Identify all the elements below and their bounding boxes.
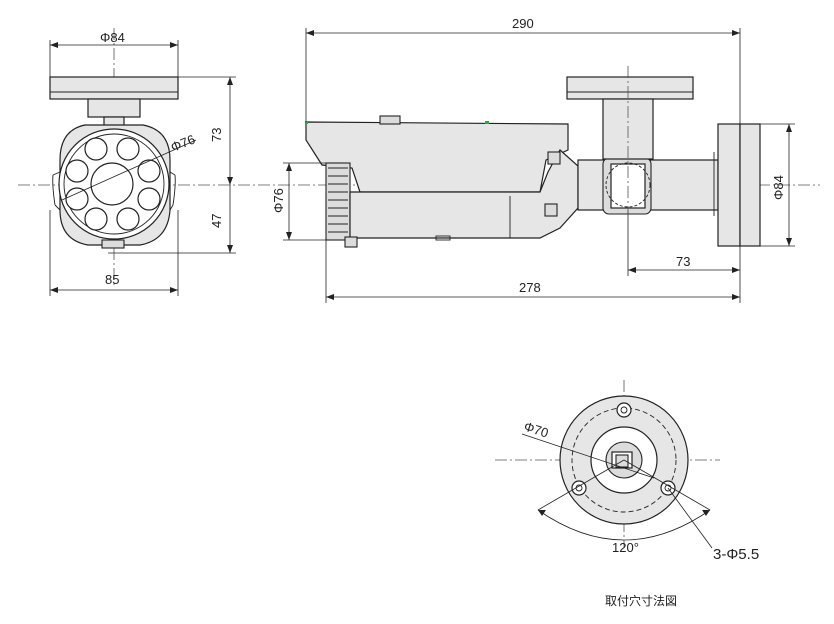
mount-hole <box>616 402 632 418</box>
mount-circle-label: Φ70 <box>522 419 550 441</box>
front-view: Φ84 73 47 Φ76 85 <box>18 28 820 296</box>
ir-led <box>65 187 89 211</box>
side-bracket-offset-label: 73 <box>676 254 690 269</box>
side-total-length-label: 290 <box>512 16 534 31</box>
side-bracket-diameter-label: Φ84 <box>771 175 786 200</box>
ir-led <box>137 187 161 211</box>
ir-led <box>65 159 89 183</box>
ir-led <box>84 137 108 161</box>
side-bracket-plate-top <box>566 76 694 100</box>
front-lens-diameter-label: Φ76 <box>169 132 198 155</box>
mount-holes-label: 3-Φ5.5 <box>713 546 759 563</box>
front-mount-plate <box>49 76 179 100</box>
front-height-bottom-label: 47 <box>209 214 224 228</box>
side-view: 290 Φ76 Φ84 73 278 <box>271 16 795 303</box>
mount-hole-view: Φ70 120° 3-Φ5.5 取付穴寸法図 <box>495 380 759 608</box>
front-height-top-label: 73 <box>209 128 224 142</box>
side-diameter-label: Φ76 <box>271 188 286 213</box>
mount-caption: 取付穴寸法図 <box>605 593 677 608</box>
front-width-label: Φ84 <box>100 30 125 45</box>
side-wall-plate <box>717 123 741 247</box>
side-front-ring <box>325 162 351 241</box>
side-body-length-label: 278 <box>519 280 541 295</box>
ir-led <box>116 207 140 231</box>
ir-led <box>84 207 108 231</box>
front-base-width-label: 85 <box>105 272 119 287</box>
front-center-lens <box>90 162 134 206</box>
ir-led <box>137 159 161 183</box>
ir-led <box>116 137 140 161</box>
mount-angle-label: 120° <box>612 540 639 555</box>
